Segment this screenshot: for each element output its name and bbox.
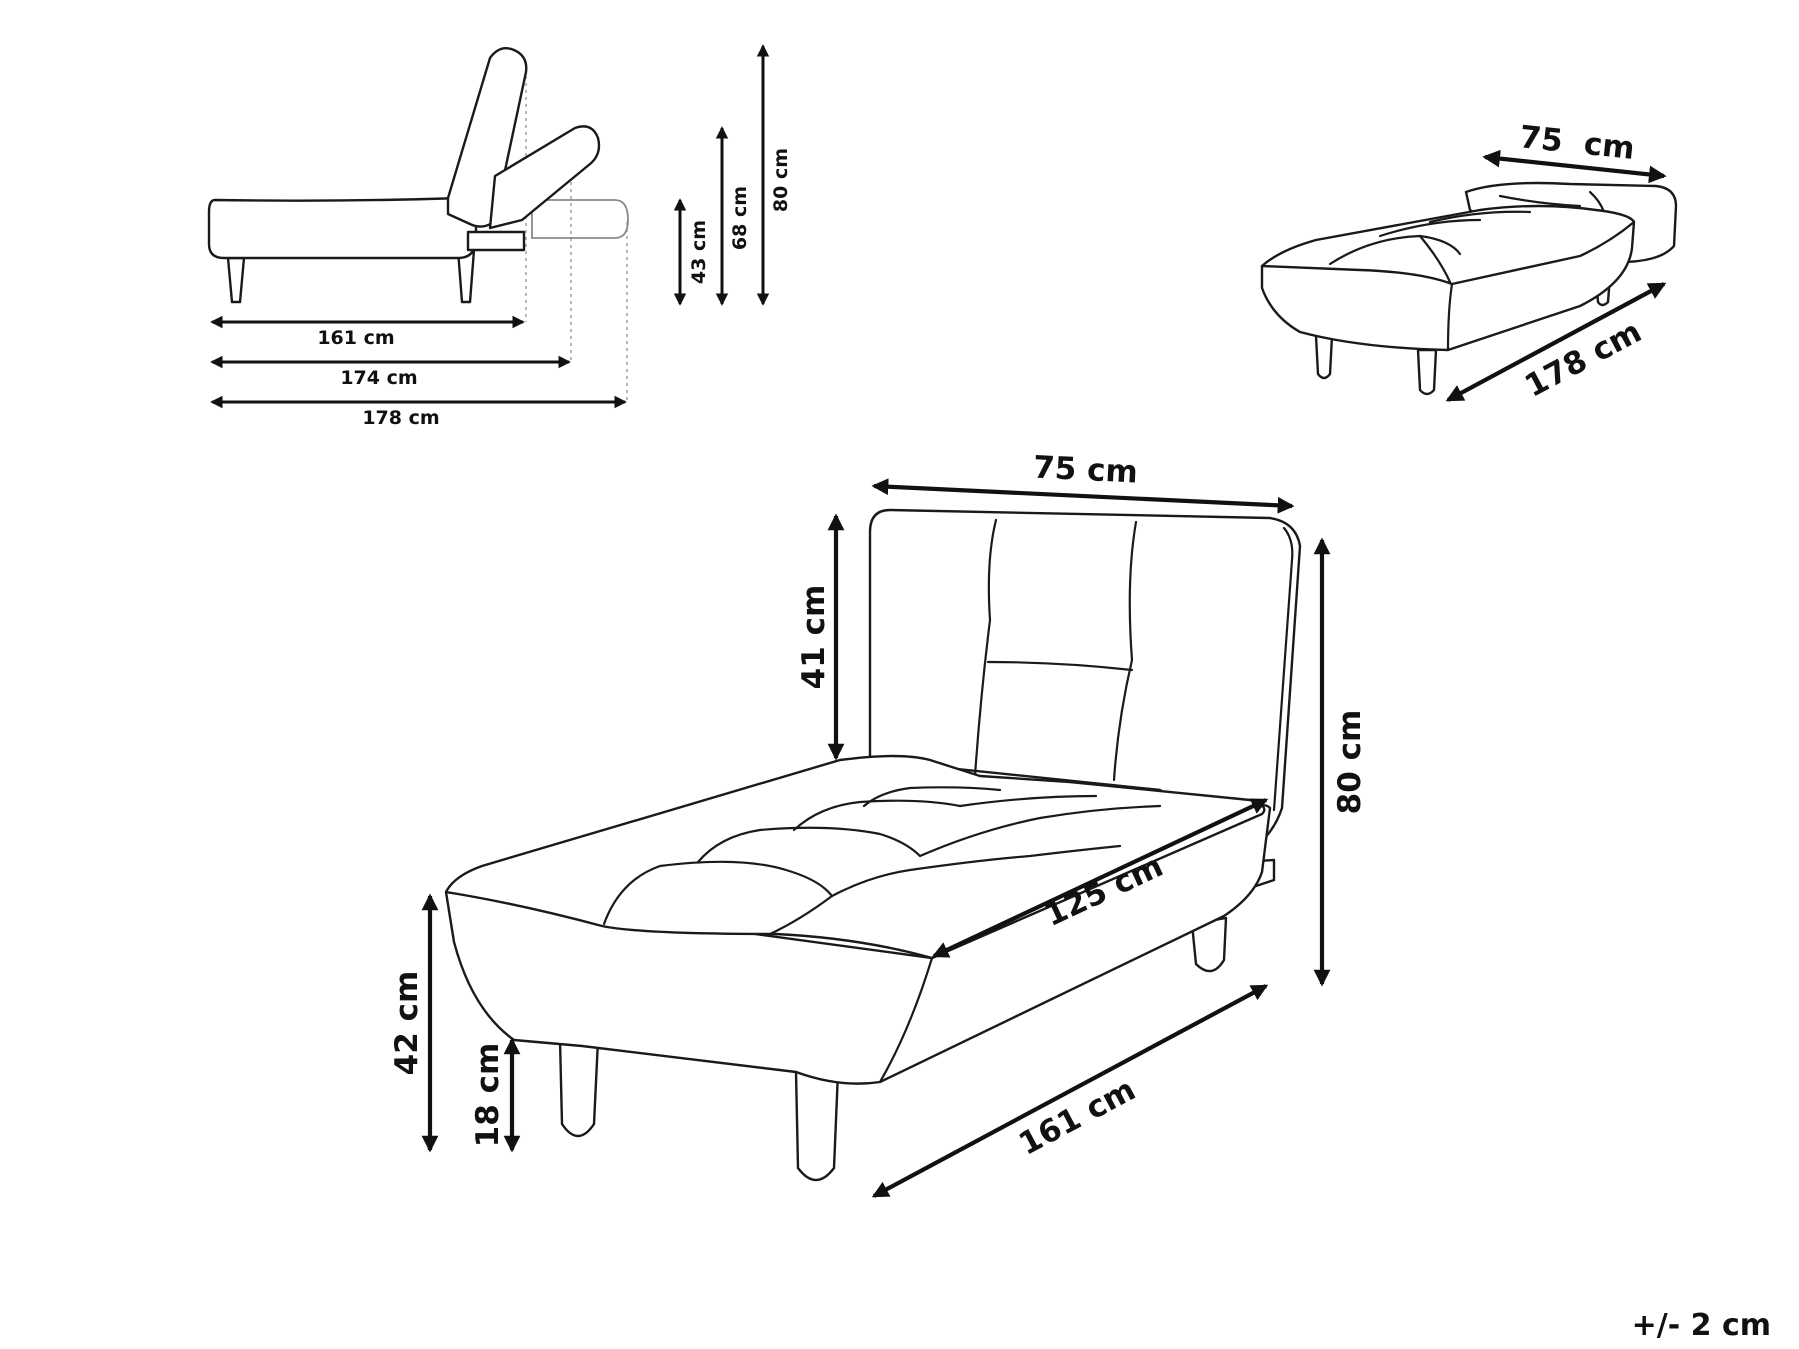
- main-backrest-seam-3: [986, 660, 1134, 672]
- side-length-dims: 161 cm 174 cm 178 cm: [210, 315, 627, 429]
- main-backrest-height-label: 41 cm: [796, 585, 832, 690]
- side-height-80: 80 cm: [770, 148, 792, 212]
- main-total-height-label: 80 cm: [1332, 710, 1368, 815]
- bed-leg-left: [1314, 334, 1334, 380]
- main-backrest-seam-1: [972, 518, 998, 792]
- main-width-label: 75 cm: [1032, 449, 1138, 490]
- main-front-leg-right: [794, 1070, 840, 1182]
- main-front-leg-left: [558, 1038, 600, 1138]
- side-height-68: 68 cm: [729, 186, 751, 250]
- side-length-178: 178 cm: [362, 407, 439, 429]
- side-length-161: 161 cm: [317, 327, 394, 349]
- bed-leg-front: [1416, 348, 1438, 396]
- side-seat: [207, 196, 478, 260]
- side-height-dims: 43 cm 68 cm 80 cm: [673, 44, 792, 306]
- side-support-bar: [466, 230, 526, 252]
- extended-cushion-ghost: [531, 199, 629, 239]
- main-seat-seam-1: [602, 860, 834, 936]
- side-length-174: 174 cm: [340, 367, 417, 389]
- bed-width-label: 75 cm: [1518, 119, 1637, 167]
- side-front-leg: [226, 256, 246, 304]
- main-seat-seam-2: [696, 826, 922, 864]
- main-seat-height-label: 42 cm: [389, 971, 425, 1076]
- main-leg-height-label: 18 cm: [470, 1043, 506, 1148]
- tolerance-note: +/- 2 cm: [1631, 1308, 1771, 1343]
- main-backrest-seam-2: [1112, 520, 1138, 782]
- side-backrest-reclined: [488, 125, 601, 230]
- main-seat-seam-4: [862, 786, 1002, 808]
- side-height-43: 43 cm: [688, 220, 710, 284]
- side-view: [207, 47, 629, 402]
- side-backrest-upright: [446, 47, 528, 228]
